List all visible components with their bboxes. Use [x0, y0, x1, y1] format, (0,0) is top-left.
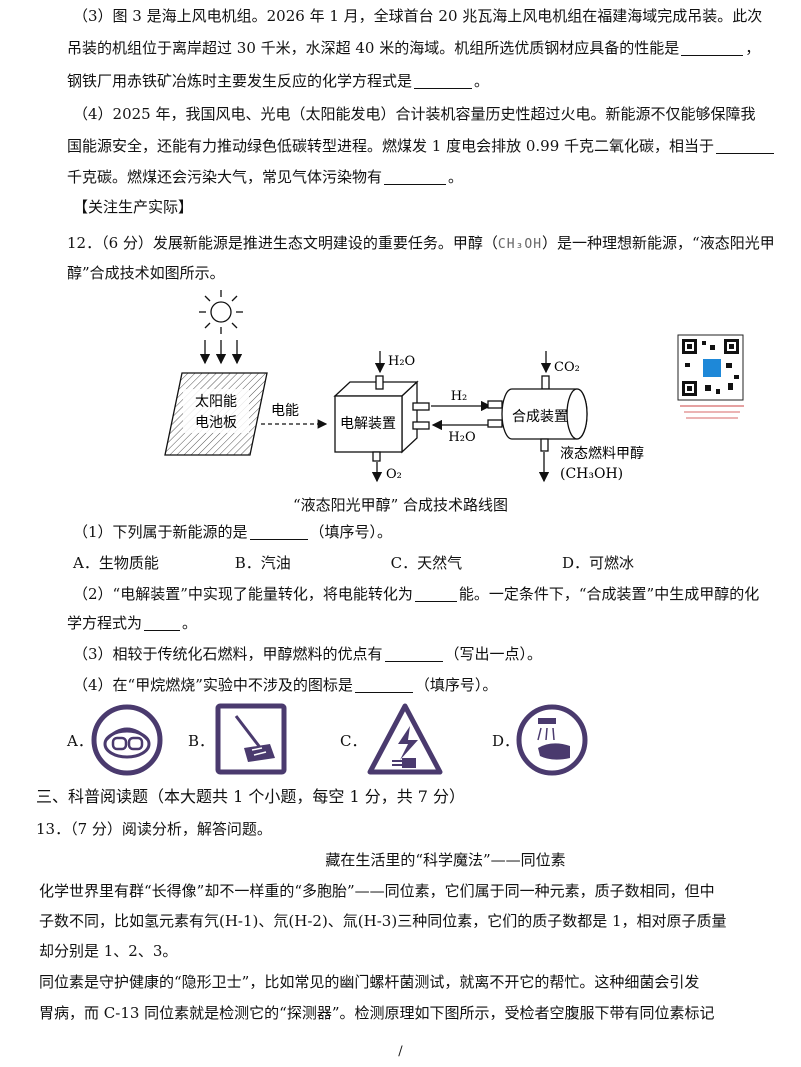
q12-s4: （4）在“甲烷燃烧”实验中不涉及的图标是（填序号）。: [73, 676, 498, 694]
o2-output-label: O₂: [386, 467, 402, 482]
answer-blank[interactable]: [414, 587, 457, 602]
answer-blank[interactable]: [384, 170, 447, 185]
answer-blank[interactable]: [384, 647, 443, 662]
sharp-object-icon: [215, 703, 287, 775]
answer-blank[interactable]: [354, 678, 413, 693]
q11-p3-line1: （3）图 3 是海上风电机组。2026 年 1 月，全球首台 20 兆瓦海上风电…: [73, 7, 763, 25]
diagram-caption: “液态阳光甲醇” 合成技术路线图: [292, 496, 509, 514]
panel-label: 太阳能: [195, 394, 237, 410]
q11-p3-line2: 吊装的机组位于离岸超过 30 千米，水深超 40 米的海域。机组所选优质钢材应具…: [67, 39, 761, 57]
synthesis-label: 合成装置: [512, 409, 568, 425]
q13-p2-line1: 同位素是守护健康的“隐形卫士”，比如常见的幽门螺杆菌测试，就离不开它的帮忙。这种…: [39, 973, 700, 991]
q13-p1-line2: 子数不同，比如氢元素有氕(H-1)、氘(H-2)、氚(H-3)三种同位素，它们的…: [39, 912, 727, 930]
answer-blank[interactable]: [144, 616, 181, 631]
q13-article-title: 藏在生活里的“科学魔法”——同位素: [325, 851, 566, 869]
q12-s2-line1: （2）“电解装置”中实现了能量转化，将电能转化为能。一定条件下，“合成装置”中生…: [73, 585, 760, 603]
electricity-hazard-icon: [367, 703, 443, 775]
q12-head-line1: 12．（6 分）发展新能源是推进生态文明建设的重要任务。甲醇（CH₃OH）是一种…: [67, 234, 775, 252]
answer-blank[interactable]: [414, 74, 473, 89]
safety-icons: [91, 703, 588, 776]
q11-p4-line3: 千克碳。燃煤还会污染大气，常见气体污染物有。: [67, 168, 464, 186]
option-c[interactable]: C．天然气: [390, 554, 463, 572]
icon-label-b[interactable]: B．: [188, 732, 215, 750]
q13-p2-line2: 胃病，而 C-13 同位素就是检测它的“探测器”。检测原理如下图所示，受检者空腹…: [39, 1004, 715, 1022]
option-d[interactable]: D．可燃冰: [561, 554, 634, 572]
answer-blank[interactable]: [681, 41, 744, 56]
h2o-input-label: H₂O: [388, 354, 415, 369]
icon-label-a[interactable]: A．: [67, 732, 93, 750]
q11-p4-line1: （4）2025 年，我国风电、光电（太阳能发电）合计装机容量历史性超过火电。新能…: [73, 105, 756, 123]
q12-head-line2: 醇”合成技术如图所示。: [67, 264, 225, 282]
solar-panel: 太阳能 电池板: [164, 372, 268, 456]
q12-s1-options: A．生物质能 B．汽油 C．天然气 D．可燃冰: [73, 552, 634, 574]
goggles-icon: [91, 704, 163, 776]
wash-hands-icon: [516, 704, 588, 776]
page-number: /: [398, 1044, 403, 1059]
electrolyzer: [333, 375, 430, 462]
q11-p3-line3: 钢铁厂用赤铁矿冶炼时主要发生反应的化学方程式是。: [67, 72, 490, 90]
product-formula: (CH₃OH): [560, 466, 623, 482]
sun-icon: [199, 290, 243, 334]
q11-p4-line2: 国能源安全，还能有力推动绿色低碳转型进程。燃煤发 1 度电会排放 0.99 千克…: [67, 135, 776, 157]
h2-label: H₂: [451, 389, 468, 404]
h2o-return-label: H₂O: [448, 430, 475, 445]
q13-p1-line1: 化学世界里有群“长得像”却不一样重的“多胞胎”——同位素，它们属于同一种元素，质…: [39, 882, 715, 900]
q13-p1-line3: 却分别是 1、2、3。: [39, 942, 178, 960]
arrow-label: 电能: [271, 403, 299, 419]
panel-label: 电池板: [195, 415, 237, 431]
electrolyzer-label: 电解装置: [340, 416, 396, 432]
co2-input-label: CO₂: [554, 360, 580, 375]
liquid-sunshine-diagram: 太阳能 电池板 电能 电解装置 H₂O O₂ H₂ H₂O 合成装置 CO₂ 液…: [164, 290, 744, 483]
q12-s2-line2: 学方程式为。: [67, 614, 198, 632]
synthesis-unit: [487, 375, 588, 452]
icon-label-d[interactable]: D．: [492, 732, 520, 750]
q12-s3: （3）相较于传统化石燃料，甲醇燃料的优点有（写出一点）。: [73, 645, 543, 663]
qr-code-image: [677, 334, 744, 419]
product-label: 液态燃料甲醇: [560, 445, 644, 462]
option-a[interactable]: A．生物质能: [73, 554, 159, 572]
icon-label-c[interactable]: C．: [340, 732, 367, 750]
q13-head: 13．（7 分）阅读分析，解答问题。: [36, 820, 272, 838]
option-b[interactable]: B．汽油: [234, 554, 291, 572]
section-tag: 【关注生产实际】: [73, 198, 194, 216]
answer-blank[interactable]: [716, 139, 775, 154]
q12-s1: （1）下列属于新能源的是（填序号）。: [73, 523, 393, 541]
section3-heading: 三、科普阅读题（本大题共 1 个小题，每空 1 分，共 7 分）: [36, 787, 466, 806]
answer-blank[interactable]: [249, 525, 308, 540]
